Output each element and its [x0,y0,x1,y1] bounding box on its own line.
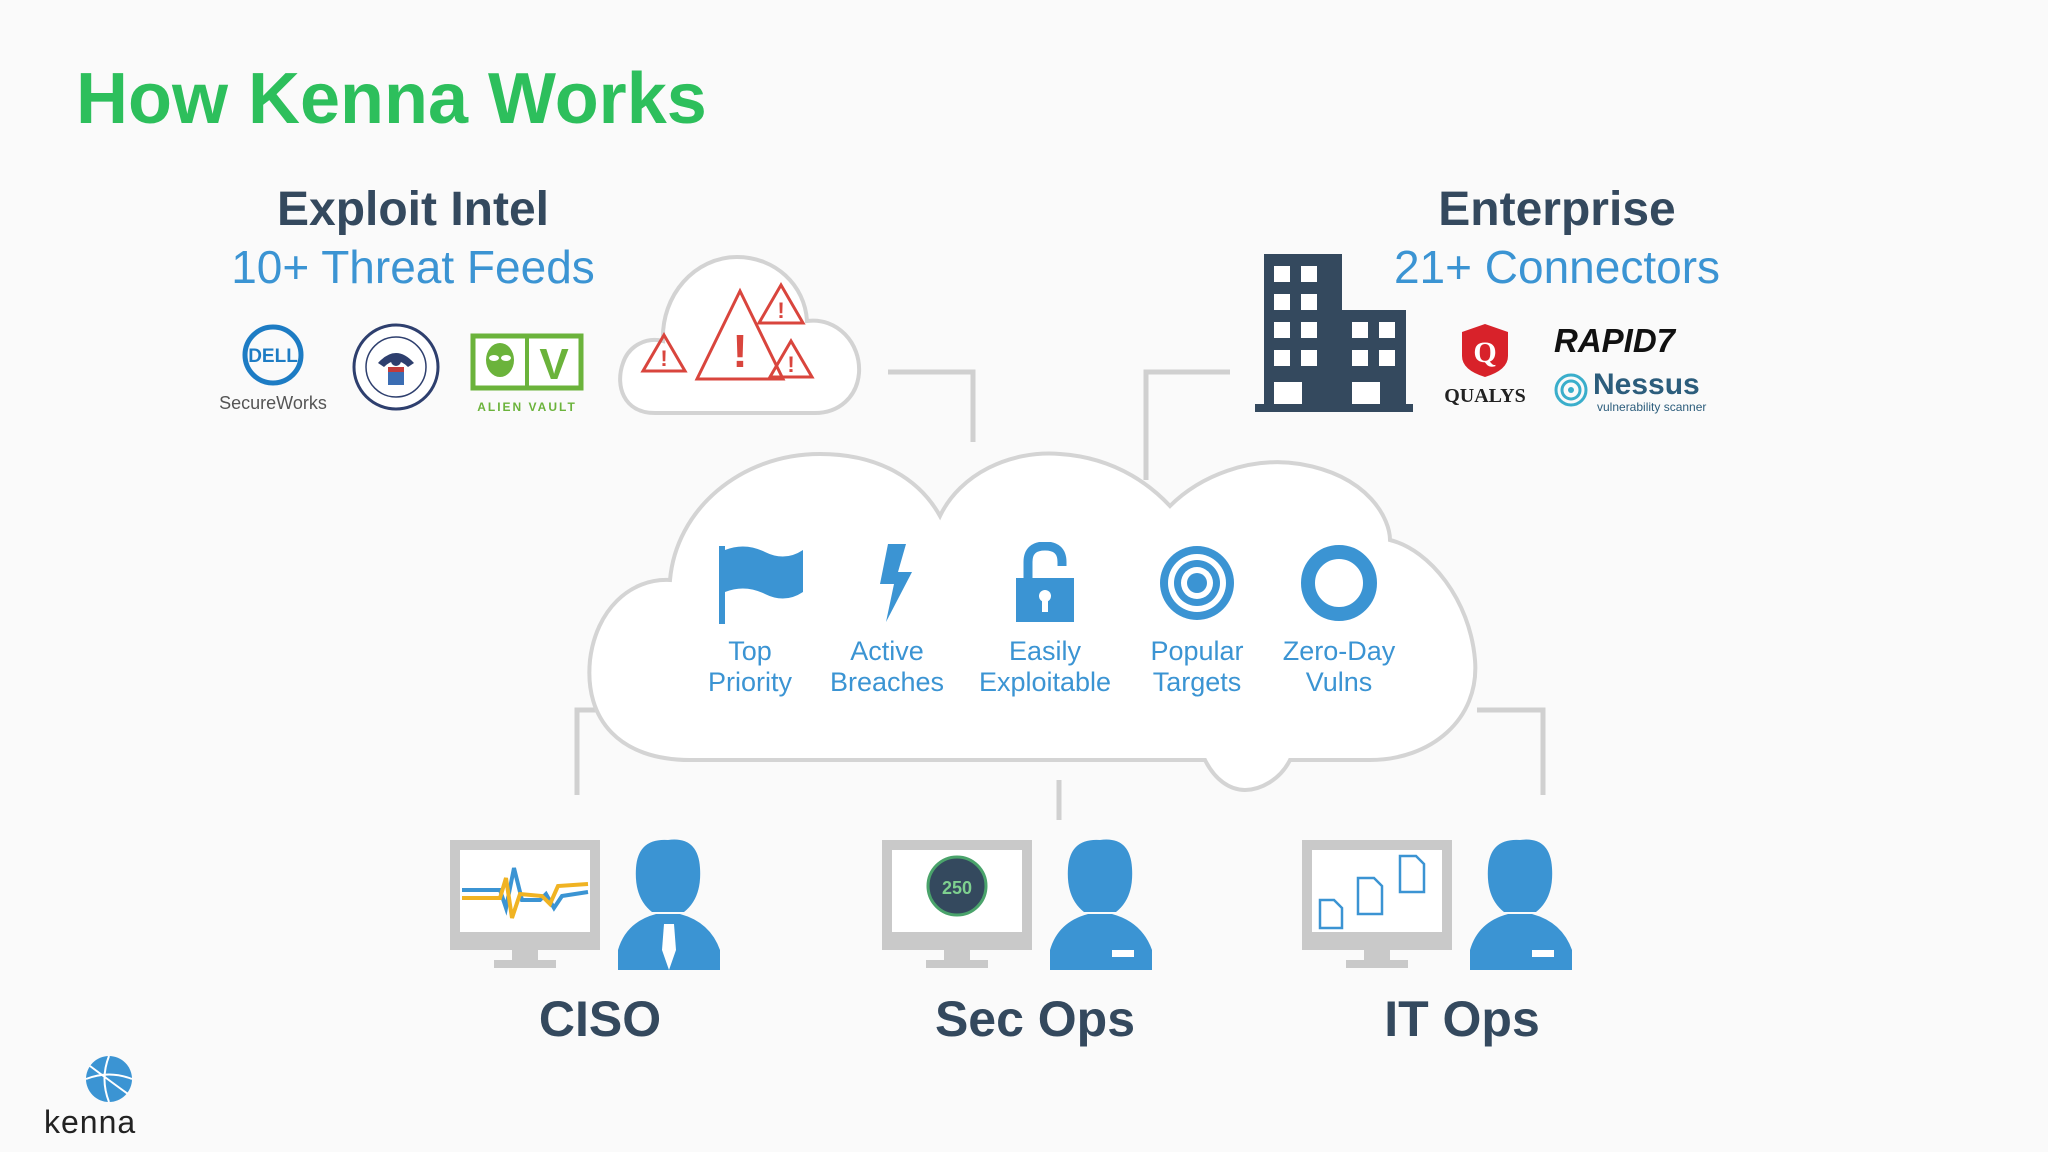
role-secops-label: Sec Ops [934,991,1136,1047]
warning-triangles-icon [640,282,815,381]
category-zero-day-vulns: Zero-Day Vulns [1259,636,1419,698]
qualys-mark: Q [1473,336,1496,369]
rapid7-logo: RAPID7 [1554,322,1676,359]
enterprise-heading: Enterprise [1438,183,1676,236]
person-with-badge-icon [1470,839,1572,970]
flag-icon [719,546,803,624]
category-active-breaches: Active Breaches [807,636,967,698]
category-line2: Breaches [829,667,945,697]
ciso-workstation [450,839,720,970]
qualys-logo: Q QUALYS [1440,322,1530,407]
secops-workstation: 250 [882,839,1152,970]
kenna-wordmark: kenna [44,1104,137,1140]
nessus-swirl-icon [1554,373,1588,407]
person-with-tie-icon [618,839,720,970]
qualys-caption: QUALYS [1444,385,1526,407]
itops-connector [1477,707,1546,795]
category-line2: Exploitable [978,667,1112,697]
connectors-subheading: 21+ Connectors [1393,241,1721,293]
category-easily-exploitable: Easily Exploitable [965,636,1125,698]
kenna-brand-logo: kenna [40,1054,190,1140]
secureworks-caption: SecureWorks [219,393,327,413]
chart-monitor-icon [450,840,600,968]
svg-text:!: ! [787,352,794,377]
exploit-intel-heading: Exploit Intel [276,183,549,236]
category-line1: Zero-Day [1282,636,1396,666]
ring-icon [1301,545,1377,621]
nessus-logo: Nessus vulnerability scanner [1553,368,1733,414]
category-line1: Top [728,636,772,666]
person-with-badge-icon [1050,839,1152,970]
nessus-mark: Nessus [1593,368,1700,401]
kenna-globe-icon [85,1055,133,1103]
nessus-caption: vulnerability scanner [1597,400,1707,414]
alienvault-mark: V [539,340,569,389]
category-line2: Targets [1152,667,1242,697]
alienvault-caption: ALIEN VAULT [477,400,577,414]
svg-text:!: ! [732,325,747,377]
category-line1: Active [850,636,924,666]
lightning-icon [880,544,912,622]
dhs-seal-logo [352,323,440,411]
category-popular-targets: Popular Targets [1117,636,1277,698]
svg-text:!: ! [777,298,784,323]
category-line2: Vulns [1305,667,1373,697]
dell-mark: DELL [248,346,298,367]
threat-cloud: ! ! ! ! [618,254,862,415]
category-line1: Popular [1150,636,1244,666]
gauge-value: 250 [942,878,972,898]
svg-text:!: ! [660,346,667,371]
threat-feeds-subheading: 10+ Threat Feeds [231,241,595,293]
gauge-monitor-icon: 250 [882,840,1032,968]
enterprise-connector [1143,369,1230,480]
itops-workstation [1302,839,1572,970]
alienvault-logo: V ALIEN VAULT [470,333,584,414]
office-building-icon [1255,254,1413,412]
role-ciso-label: CISO [538,991,662,1047]
threat-cloud-connector [888,369,976,442]
role-itops-label: IT Ops [1384,991,1540,1047]
dell-secureworks-logo: DELL SecureWorks [214,324,332,414]
category-line1: Easily [1008,636,1082,666]
category-line2: Priority [707,667,792,697]
target-icon [1160,546,1234,620]
documents-monitor-icon [1302,840,1452,968]
unlocked-padlock-icon [1016,542,1074,622]
page-title: How Kenna Works [76,59,707,139]
category-top-priority: Top Priority [670,636,830,698]
